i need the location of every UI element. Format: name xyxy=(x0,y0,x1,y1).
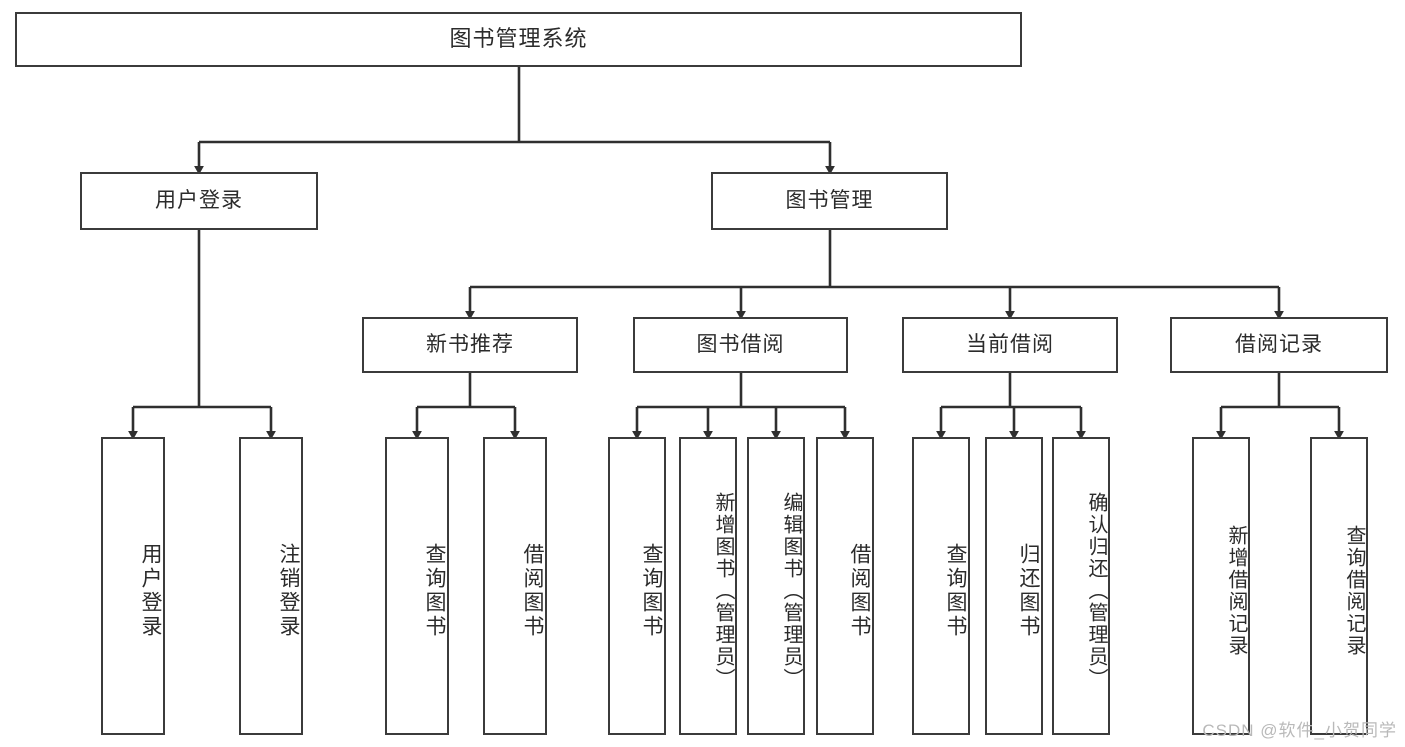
node-label: 图书管理 xyxy=(785,189,874,213)
leaf-node[interactable]: 注销登录 xyxy=(239,437,303,735)
node-label: 新书推荐 xyxy=(426,333,514,357)
node-label: 查询图书 xyxy=(944,543,967,639)
branch-node[interactable]: 图书借阅 xyxy=(633,317,848,373)
branch-node[interactable]: 当前借阅 xyxy=(902,317,1118,373)
leaf-node[interactable]: 查询图书 xyxy=(608,437,666,735)
edges xyxy=(128,67,1344,440)
node-label: 查询图书 xyxy=(423,543,446,639)
branch-node[interactable]: 用户登录 xyxy=(80,172,318,230)
leaf-node[interactable]: 确认归还（管理员） xyxy=(1052,437,1110,735)
leaf-node[interactable]: 编辑图书（管理员） xyxy=(747,437,805,735)
node-label: 用户登录 xyxy=(139,543,162,639)
node-label: 确认归还（管理员） xyxy=(1085,492,1107,690)
node-label: 借阅图书 xyxy=(521,543,544,639)
node-label: 新增图书（管理员） xyxy=(712,492,734,690)
leaf-node[interactable]: 查询图书 xyxy=(912,437,970,735)
node-label: 注销登录 xyxy=(277,543,300,639)
leaf-node[interactable]: 新增借阅记录 xyxy=(1192,437,1250,735)
node-label: 借阅图书 xyxy=(848,543,871,639)
node-label: 图书管理系统 xyxy=(449,26,588,52)
leaf-node[interactable]: 新增图书（管理员） xyxy=(679,437,737,735)
leaf-node[interactable]: 借阅图书 xyxy=(483,437,547,735)
branch-node[interactable]: 图书管理 xyxy=(711,172,948,230)
node-label: 编辑图书（管理员） xyxy=(780,492,802,690)
leaf-node[interactable]: 归还图书 xyxy=(985,437,1043,735)
node-label: 用户登录 xyxy=(155,189,243,213)
node-label: 图书借阅 xyxy=(696,333,785,357)
leaf-node[interactable]: 查询图书 xyxy=(385,437,449,735)
leaf-node[interactable]: 查询借阅记录 xyxy=(1310,437,1368,735)
node-label: 当前借阅 xyxy=(966,333,1054,357)
node-label: 查询图书 xyxy=(640,543,663,639)
branch-node[interactable]: 借阅记录 xyxy=(1170,317,1388,373)
node-label: 借阅记录 xyxy=(1235,333,1323,357)
node-label: 新增借阅记录 xyxy=(1225,525,1247,657)
node-label: 归还图书 xyxy=(1017,543,1040,639)
node-label: 查询借阅记录 xyxy=(1343,525,1365,657)
leaf-node[interactable]: 用户登录 xyxy=(101,437,165,735)
branch-node[interactable]: 新书推荐 xyxy=(362,317,578,373)
root-node[interactable]: 图书管理系统 xyxy=(15,12,1022,67)
leaf-node[interactable]: 借阅图书 xyxy=(816,437,874,735)
